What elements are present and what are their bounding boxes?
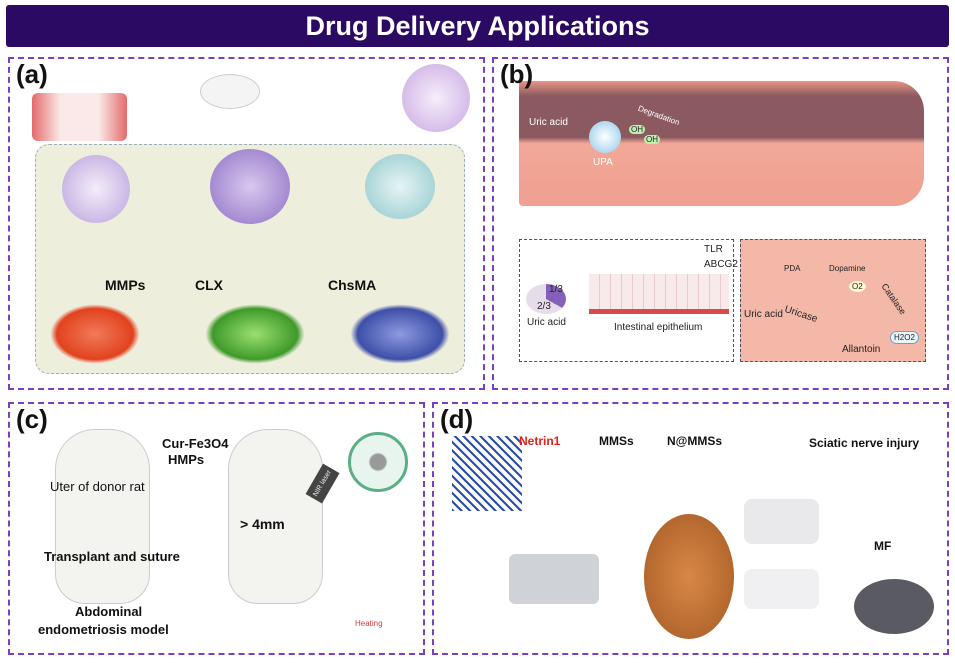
- blue-cells: [350, 304, 450, 364]
- rat-illustration: [200, 74, 260, 109]
- label-mmps: MMPs: [105, 277, 146, 293]
- pda-label: PDA: [784, 264, 801, 273]
- oh-label-2: OH: [644, 135, 660, 144]
- protein-structure: [452, 436, 522, 511]
- nerve-conduit: [744, 499, 819, 544]
- panel-a: (a) MMPs CLX ChsMA: [8, 57, 485, 390]
- figure-title: Drug Delivery Applications: [305, 10, 650, 41]
- allantoin-label: Allantoin: [842, 344, 881, 355]
- released-particles: [365, 154, 435, 219]
- panel-d: (d) Netrin1 MMSs N@MMSs Sciatic nerve in…: [432, 402, 949, 655]
- tlr-legend: TLR: [704, 244, 723, 255]
- rat-right-illustration: [228, 429, 323, 604]
- mf-label: MF: [874, 539, 892, 553]
- upa-label: UPA: [593, 157, 613, 168]
- label-clx: CLX: [195, 277, 223, 293]
- uric-acid-label-top: Uric acid: [529, 117, 568, 128]
- abcg2-legend: ABCG2: [704, 259, 738, 270]
- panel-b: (b) Uric acid UPA OH OH Degradation TLR …: [492, 57, 949, 390]
- netrin-label: Netrin1: [519, 434, 561, 448]
- model-label-2: endometriosis model: [38, 622, 169, 637]
- syringe-pump: [509, 554, 599, 604]
- uric-acid-body-label: Uric acid: [527, 317, 566, 328]
- hmps-label: HMPs: [168, 452, 205, 467]
- uric-acid-pie: [526, 284, 566, 314]
- nerve-conduit-plain: [744, 569, 819, 609]
- panel-b-label: (b): [500, 59, 534, 89]
- figure-title-bar: Drug Delivery Applications: [6, 5, 949, 47]
- sciatic-label: Sciatic nerve injury: [809, 436, 920, 450]
- uter-label: Uter of donor rat: [50, 479, 145, 494]
- microsphere-top-right: [402, 64, 470, 132]
- tendon-illustration: [32, 93, 127, 141]
- h2o2-label: H2O2: [890, 331, 919, 344]
- inflamed-cells: [50, 304, 140, 364]
- uric-acid-right-label: Uric acid: [744, 309, 783, 320]
- oh-label-1: OH: [629, 125, 645, 134]
- mmss-label: MMSs: [599, 434, 634, 448]
- mouse-illustration: [854, 579, 934, 634]
- nmmss-label: N@MMSs: [667, 434, 723, 448]
- rat-left-illustration: [55, 429, 150, 604]
- panel-c-label: (c): [16, 404, 48, 434]
- degrading-sphere: [210, 149, 290, 224]
- fraction-1-3: 1/3: [549, 284, 563, 295]
- hmp-sphere: [348, 432, 408, 492]
- label-chsma: ChsMA: [328, 277, 377, 293]
- panel-d-label: (d): [440, 404, 474, 434]
- cur-label: Cur-Fe3O4: [162, 436, 229, 451]
- panel-c: (c) Uter of donor rat Transplant and sut…: [8, 402, 425, 655]
- dopamine-label: Dopamine: [829, 264, 866, 273]
- o2-label: O2: [849, 281, 866, 292]
- epithelium-illustration: [589, 274, 729, 314]
- transplant-label: Transplant and suture: [44, 549, 180, 564]
- microsphere: [62, 155, 130, 223]
- panel-a-label: (a): [16, 59, 48, 89]
- microsphere-closeup: [644, 514, 734, 639]
- heating-label: Heating: [355, 619, 383, 628]
- model-label-1: Abdominal: [75, 604, 143, 619]
- green-cells: [205, 304, 305, 364]
- epithelium-label: Intestinal epithelium: [614, 322, 703, 333]
- fraction-2-3: 2/3: [537, 301, 551, 312]
- intestine-illustration: [519, 81, 924, 206]
- distance-label: > 4mm: [240, 516, 285, 532]
- upa-sphere: [589, 121, 621, 153]
